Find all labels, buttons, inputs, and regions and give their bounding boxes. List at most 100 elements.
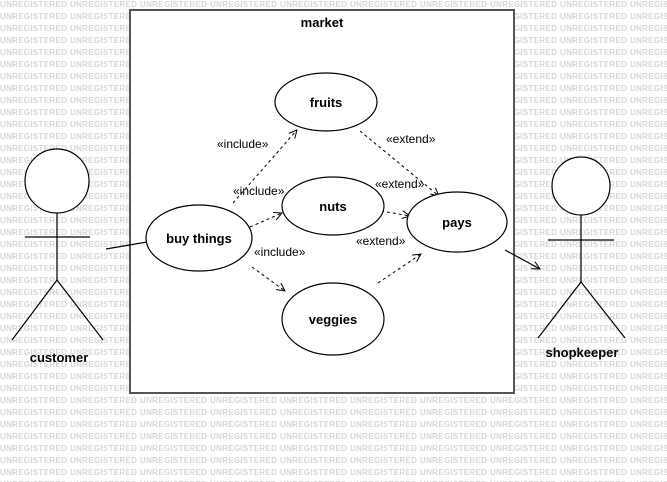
watermark-text: UNREGISTERED (280, 480, 347, 482)
watermark-text: UNREGISTERED (630, 444, 667, 453)
watermark-text: UNREGISTERED (0, 0, 68, 9)
actor-customer[interactable] (11, 148, 104, 341)
watermark-text: UNREGISTERED (490, 96, 558, 105)
watermark-text: UNREGISTERED (630, 348, 667, 357)
extend-arrow-fruits (359, 130, 439, 196)
watermark-text: UNREGISTERED (490, 300, 558, 309)
association-pays-shopkeeper (504, 249, 540, 269)
watermark-text: UNREGISTERED (70, 36, 138, 45)
watermark-text: UNREGISTERED (280, 408, 348, 417)
watermark-text: UNREGISTERED (280, 468, 348, 477)
watermark-text: UNREGISTERED (210, 480, 277, 482)
actor-shopkeeper[interactable] (537, 156, 626, 339)
watermark-text: UNREGISTERED (70, 96, 138, 105)
watermark-text: UNREGISTERED (350, 432, 418, 441)
watermark-text: UNREGISTERED (630, 96, 667, 105)
watermark-text: UNREGISTERED (0, 12, 68, 21)
watermark-text: UNREGISTERED (560, 396, 628, 405)
watermark-text: UNREGISTERED (140, 396, 208, 405)
watermark-text: UNREGISTERED (630, 288, 667, 297)
watermark-text: UNREGISTERED (490, 60, 558, 69)
watermark-text: UNREGISTERED (70, 240, 138, 249)
watermark-text: UNREGISTERED (0, 72, 68, 81)
watermark-text: UNREGISTERED (630, 132, 667, 141)
watermark-text: UNREGISTERED (280, 0, 348, 9)
watermark-text: UNREGISTERED (70, 60, 138, 69)
watermark-text: UNREGISTERED (0, 360, 68, 369)
watermark-text: UNREGISTERED (490, 396, 558, 405)
watermark-text: UNREGISTERED (350, 444, 418, 453)
watermark-text: UNREGISTERED (0, 468, 68, 477)
include-arrow-fruits (232, 130, 297, 204)
watermark-text: UNREGISTERED (560, 444, 628, 453)
watermark-text: UNREGISTERED (490, 336, 558, 345)
watermark-text: UNREGISTERED (210, 396, 278, 405)
watermark-text: UNREGISTERED (70, 300, 138, 309)
watermark-text: UNREGISTERED (490, 480, 557, 482)
watermark-text: UNREGISTERED (630, 216, 667, 225)
watermark-text: UNREGISTERED (560, 48, 628, 57)
watermark-text: UNREGISTERED (70, 372, 138, 381)
watermark-text: UNREGISTERED (0, 60, 68, 69)
watermark-text: UNREGISTERED (0, 24, 68, 33)
watermark-text: UNREGISTERED (630, 456, 667, 465)
watermark-text: UNREGISTERED (630, 168, 667, 177)
use-case-pays[interactable] (406, 191, 508, 253)
watermark-text: UNREGISTERED (490, 228, 558, 237)
watermark-text: UNREGISTERED (0, 348, 68, 357)
watermark-text: UNREGISTERED (490, 216, 558, 225)
watermark-text: UNREGISTERED (70, 156, 138, 165)
use-case-veggies-label: veggies (309, 312, 357, 327)
watermark-text: UNREGISTERED (0, 144, 68, 153)
watermark-text: UNREGISTERED (630, 240, 667, 249)
watermark-text: UNREGISTERED (210, 0, 278, 9)
watermark-text: UNREGISTERED (420, 480, 487, 482)
watermark-text: UNREGISTERED (490, 432, 558, 441)
watermark-text: UNREGISTERED (140, 420, 208, 429)
watermark-text: UNREGISTERED (490, 144, 558, 153)
watermark-text: UNREGISTERED (70, 444, 138, 453)
watermark-text: UNREGISTERED (420, 420, 488, 429)
watermark-text: UNREGISTERED (490, 420, 558, 429)
watermark-text: UNREGISTERED (70, 348, 138, 357)
watermark-text: UNREGISTERED (490, 156, 558, 165)
watermark-text: UNREGISTERED (0, 432, 68, 441)
watermark-text: UNREGISTERED (0, 276, 68, 285)
watermark-text: UNREGISTERED (70, 204, 138, 213)
watermark-text: UNREGISTERED (630, 120, 667, 129)
watermark-text: UNREGISTERED (70, 480, 137, 482)
watermark-text: UNREGISTERED (560, 144, 628, 153)
watermark-text: UNREGISTERED (70, 360, 138, 369)
watermark-text: UNREGISTERED (70, 252, 138, 261)
watermark-text: UNREGISTERED (350, 480, 417, 482)
use-case-veggies[interactable] (281, 282, 385, 356)
watermark-text: UNREGISTERED (560, 480, 627, 482)
watermark-text: UNREGISTERED (630, 408, 667, 417)
watermark-text: UNREGISTERED (70, 456, 138, 465)
watermark-text: UNREGISTERED (560, 264, 628, 273)
include-label-fruits: «include» (217, 137, 269, 151)
watermark-text: UNREGISTERED (560, 468, 628, 477)
include-label-nuts: «include» (233, 184, 285, 198)
extend-arrow-veggies (377, 254, 421, 284)
watermark-text: UNREGISTERED (630, 372, 667, 381)
watermark-text: UNREGISTERED (0, 372, 68, 381)
use-case-fruits[interactable] (274, 72, 378, 132)
watermark-text: UNREGISTERED (0, 216, 68, 225)
use-case-nuts[interactable] (281, 176, 385, 236)
watermark-text: UNREGISTERED (560, 120, 628, 129)
watermark-text: UNREGISTERED (0, 48, 68, 57)
watermark-text: UNREGISTERED (70, 0, 138, 9)
watermark-text: UNREGISTERED (490, 276, 558, 285)
extend-label-nuts: «extend» (375, 177, 425, 191)
watermark-text: UNREGISTERED (490, 180, 558, 189)
watermark-text: UNREGISTERED (140, 444, 208, 453)
watermark-text: UNREGISTERED (560, 336, 628, 345)
watermark-text: UNREGISTERED (70, 168, 138, 177)
watermark-text: UNREGISTERED (70, 264, 138, 273)
watermark-text: UNREGISTERED (490, 240, 558, 249)
use-case-buy-things[interactable] (145, 204, 253, 272)
watermark-text: UNREGISTERED (630, 180, 667, 189)
watermark-text: UNREGISTERED (0, 480, 67, 482)
